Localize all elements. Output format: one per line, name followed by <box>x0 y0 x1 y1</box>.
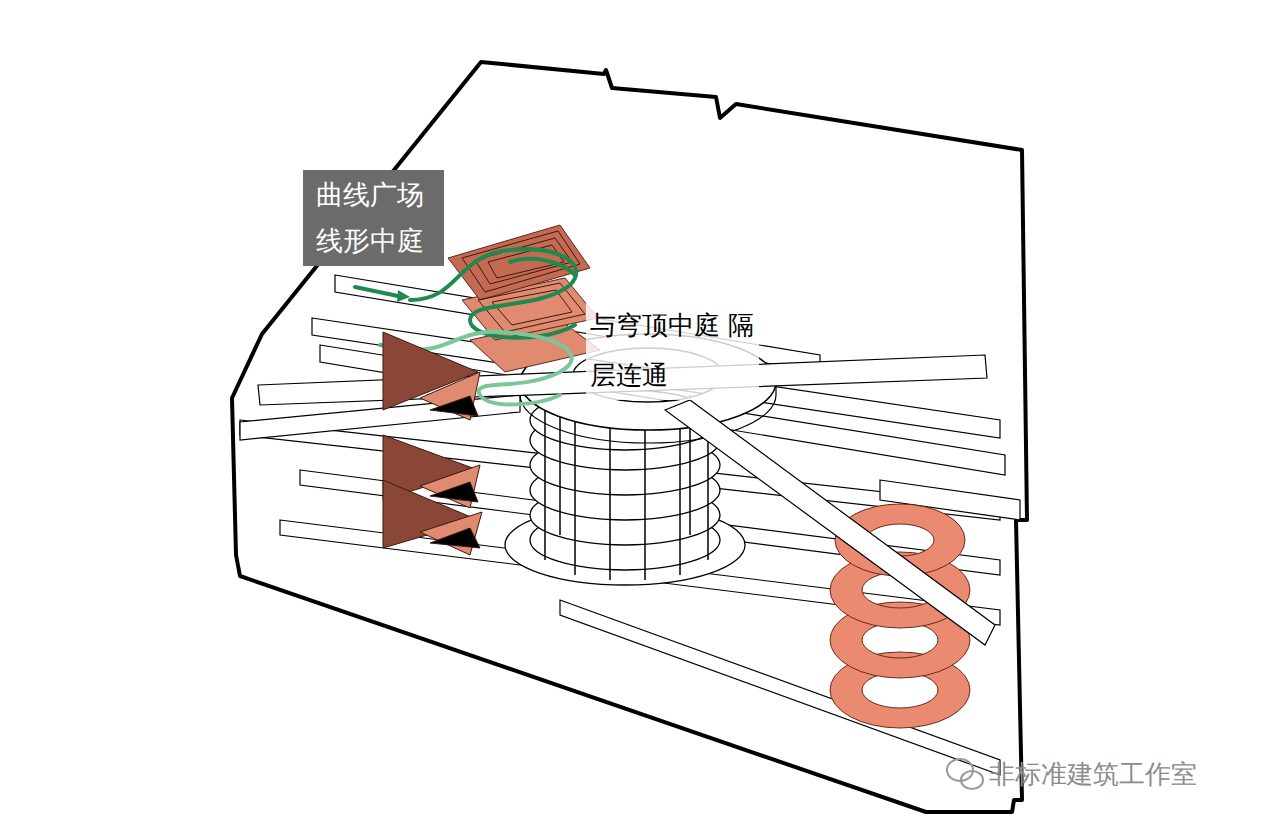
watermark: 非标准建筑工作室 <box>985 757 1201 791</box>
diagonal-bridge <box>665 400 995 645</box>
stair-triangles <box>383 332 482 555</box>
callout-note: 与穹顶中庭 隔层连通 <box>586 300 759 400</box>
linear-atrium-slabs <box>240 275 1020 520</box>
wechat-icon <box>947 759 983 789</box>
node-text: 曲线广场 线形中庭 <box>316 172 431 264</box>
building-outline <box>232 62 1027 812</box>
curved-plaza-plates <box>448 225 600 372</box>
label-box: 曲线广场 线形中庭 <box>303 170 444 266</box>
floor-slabs <box>240 420 1000 775</box>
